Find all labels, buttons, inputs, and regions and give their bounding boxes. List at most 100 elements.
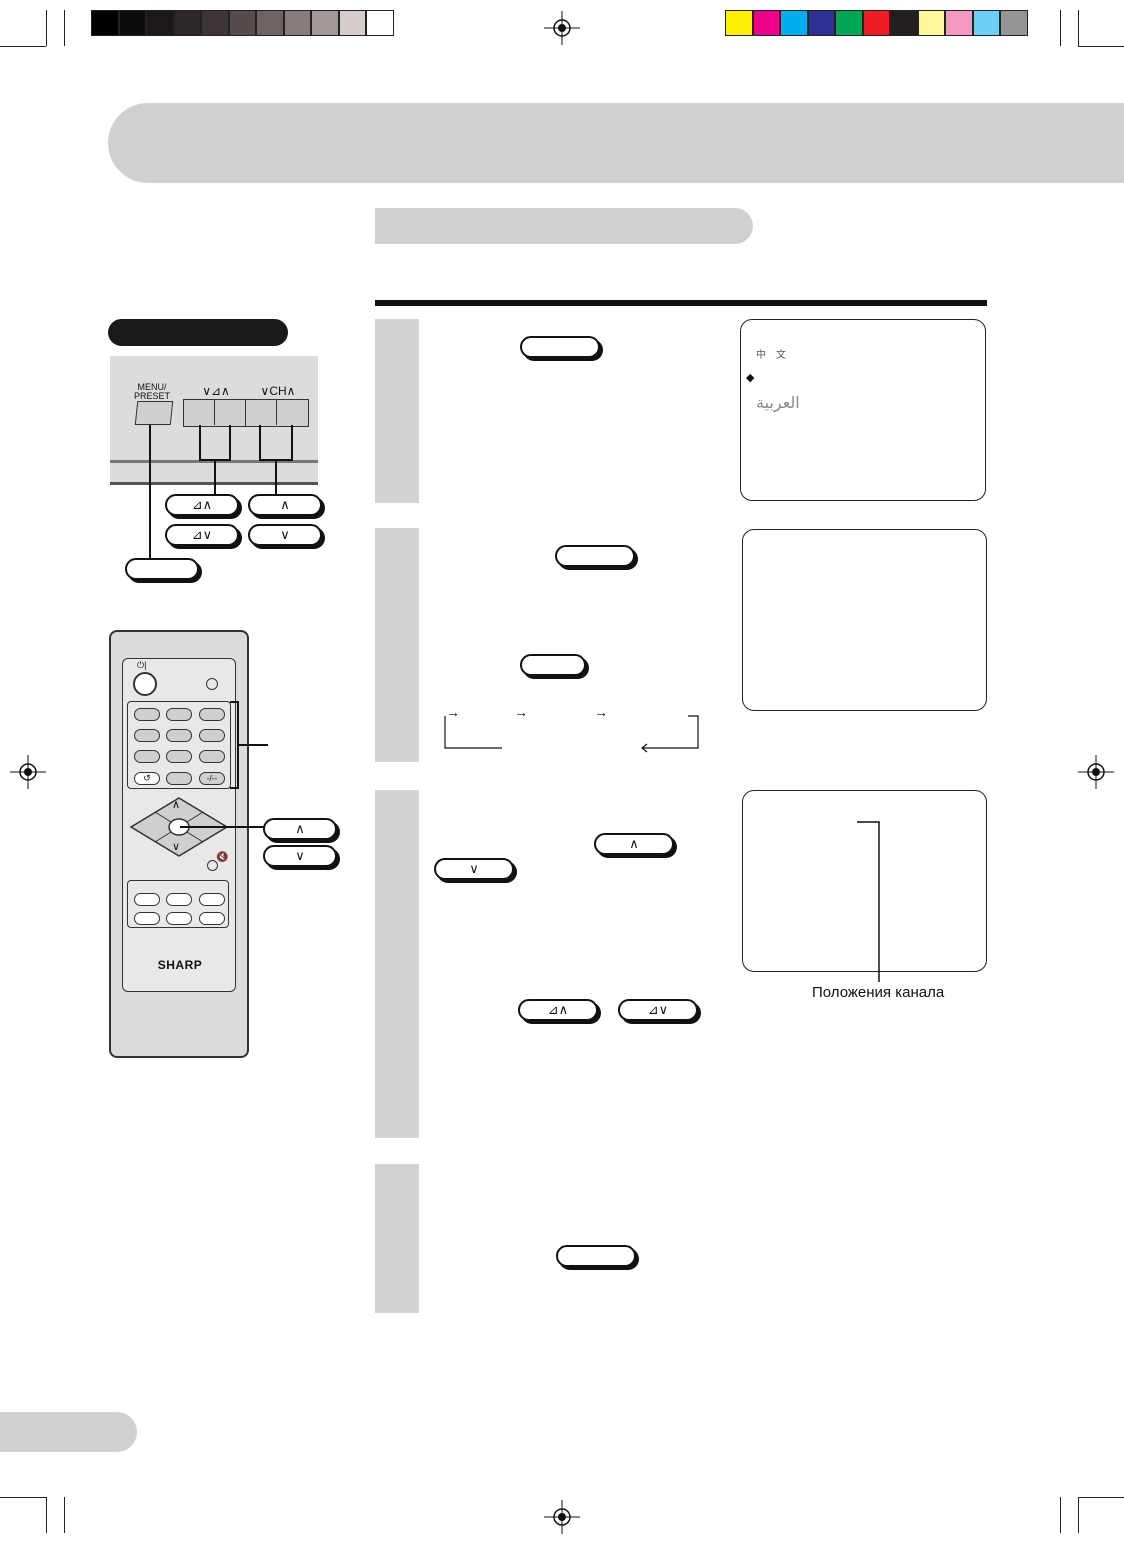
remote-digit-9[interactable]	[199, 750, 225, 763]
tv-volume-down-button[interactable]: ⊿∨	[165, 524, 239, 546]
calibration-swatch	[146, 10, 174, 36]
remote-power-button[interactable]	[133, 672, 157, 696]
menu-item-arabic: العربية	[756, 393, 800, 412]
calibration-swatch	[780, 10, 808, 36]
calibration-swatch	[917, 10, 945, 36]
menu-item-chinese: 中 文	[756, 350, 786, 361]
calibration-swatch	[945, 10, 973, 36]
step-3-bar	[375, 790, 419, 1138]
remote-digit-5[interactable]	[166, 729, 192, 742]
remote-dpad-up-label: ∧	[172, 799, 181, 811]
remote-indicator	[206, 678, 218, 690]
channel-label: ∨CH∧	[260, 384, 296, 398]
channel-leader-line	[857, 821, 880, 982]
calibration-swatch	[835, 10, 863, 36]
volume-divider	[214, 399, 215, 425]
remote-digit-6[interactable]	[199, 729, 225, 742]
cycle-flow-diagram	[444, 715, 699, 753]
channel-buttons[interactable]	[245, 399, 309, 427]
remote-up-button[interactable]: ∧	[263, 818, 337, 840]
step-1-bar	[375, 319, 419, 503]
remote-digit-7[interactable]	[134, 750, 160, 763]
calibration-swatch	[972, 10, 1000, 36]
tv-label-pill	[108, 319, 288, 346]
page-number-band	[0, 1412, 137, 1452]
remote-func-button[interactable]	[166, 893, 192, 906]
tv-volume-up-button[interactable]: ⊿∧	[165, 494, 239, 516]
calibration-swatch	[173, 10, 201, 36]
step2-button-b[interactable]	[520, 654, 586, 676]
section-rule	[375, 300, 987, 306]
step3-volume-up-button[interactable]: ⊿∧	[518, 999, 598, 1021]
remote-digit-2[interactable]	[166, 708, 192, 721]
step3-up-button[interactable]: ∧	[594, 833, 674, 855]
step-2-bar	[375, 528, 419, 762]
calibration-swatch	[862, 10, 890, 36]
tv-channel-down-button[interactable]: ∨	[248, 524, 322, 546]
remote-digit-4[interactable]	[134, 729, 160, 742]
volume-buttons[interactable]	[183, 399, 247, 427]
calibration-swatch	[366, 10, 394, 36]
calibration-swatch	[201, 10, 229, 36]
remote-digit-3[interactable]	[199, 708, 225, 721]
calibration-swatch	[311, 10, 339, 36]
crop-mark	[0, 46, 46, 47]
flow-arrow-3: →	[594, 704, 608, 720]
remote-flashback-button[interactable]: ↺	[134, 772, 160, 785]
calibration-swatch	[725, 10, 753, 36]
crop-mark	[64, 10, 65, 46]
calibration-swatch	[807, 10, 835, 36]
channel-divider	[276, 399, 277, 425]
remote-bottom-frame	[127, 880, 229, 928]
remote-func-button[interactable]	[199, 893, 225, 906]
crop-mark	[64, 1497, 65, 1533]
remote-digit-mode-button[interactable]: -/--	[199, 772, 225, 785]
step4-button[interactable]	[556, 1245, 636, 1267]
remote-digit-8[interactable]	[166, 750, 192, 763]
tv-menu-button[interactable]	[125, 558, 199, 580]
flow-arrow-1: →	[446, 704, 460, 720]
crop-mark	[1078, 1497, 1079, 1533]
remote-digit-0[interactable]	[166, 772, 192, 785]
remote-func-button[interactable]	[166, 912, 192, 925]
selection-diamond-icon: ◆	[746, 372, 755, 384]
step2-button-a[interactable]	[555, 545, 635, 567]
calibration-swatch	[91, 10, 119, 36]
remote-dpad-down-label: ∨	[172, 841, 181, 853]
section-band	[375, 208, 753, 244]
channel-position-caption: Положения канала	[812, 984, 945, 1001]
calibration-swatch	[1000, 10, 1028, 36]
remote-leader-lines	[230, 701, 268, 789]
mute-icon: 🔇	[216, 852, 229, 863]
remote-func-button[interactable]	[134, 912, 160, 925]
volume-label: ∨⊿∧	[202, 384, 230, 398]
registration-target-icon	[544, 11, 580, 45]
remote-func-button[interactable]	[134, 893, 160, 906]
registration-target-icon	[10, 755, 46, 789]
step1-menu-button[interactable]	[520, 336, 600, 358]
flow-arrow-2: →	[514, 704, 528, 720]
step3-down-button[interactable]: ∨	[434, 858, 514, 880]
header-band	[108, 103, 1124, 183]
crop-mark	[1078, 1497, 1124, 1498]
crop-mark	[0, 1497, 46, 1498]
crop-mark	[1078, 10, 1079, 46]
remote-digit-1[interactable]	[134, 708, 160, 721]
crop-mark	[46, 10, 47, 46]
remote-keypad-frame	[127, 701, 231, 789]
menu-preset-label: MENU/ PRESET	[133, 382, 170, 401]
step3-volume-down-button[interactable]: ⊿∨	[618, 999, 698, 1021]
calibration-swatch	[752, 10, 780, 36]
crop-mark	[1078, 46, 1124, 47]
leader-lines	[149, 425, 293, 560]
calibration-swatch	[890, 10, 918, 36]
remote-dpad-leader	[180, 826, 266, 828]
remote-power-label: ⏻|	[137, 660, 147, 670]
registration-target-icon	[1078, 755, 1114, 789]
tv-channel-up-button[interactable]: ∧	[248, 494, 322, 516]
remote-small-indicator	[207, 860, 218, 871]
crop-mark	[1060, 10, 1061, 46]
remote-down-button[interactable]: ∨	[263, 845, 337, 867]
remote-func-button[interactable]	[199, 912, 225, 925]
registration-target-icon	[544, 1500, 580, 1534]
